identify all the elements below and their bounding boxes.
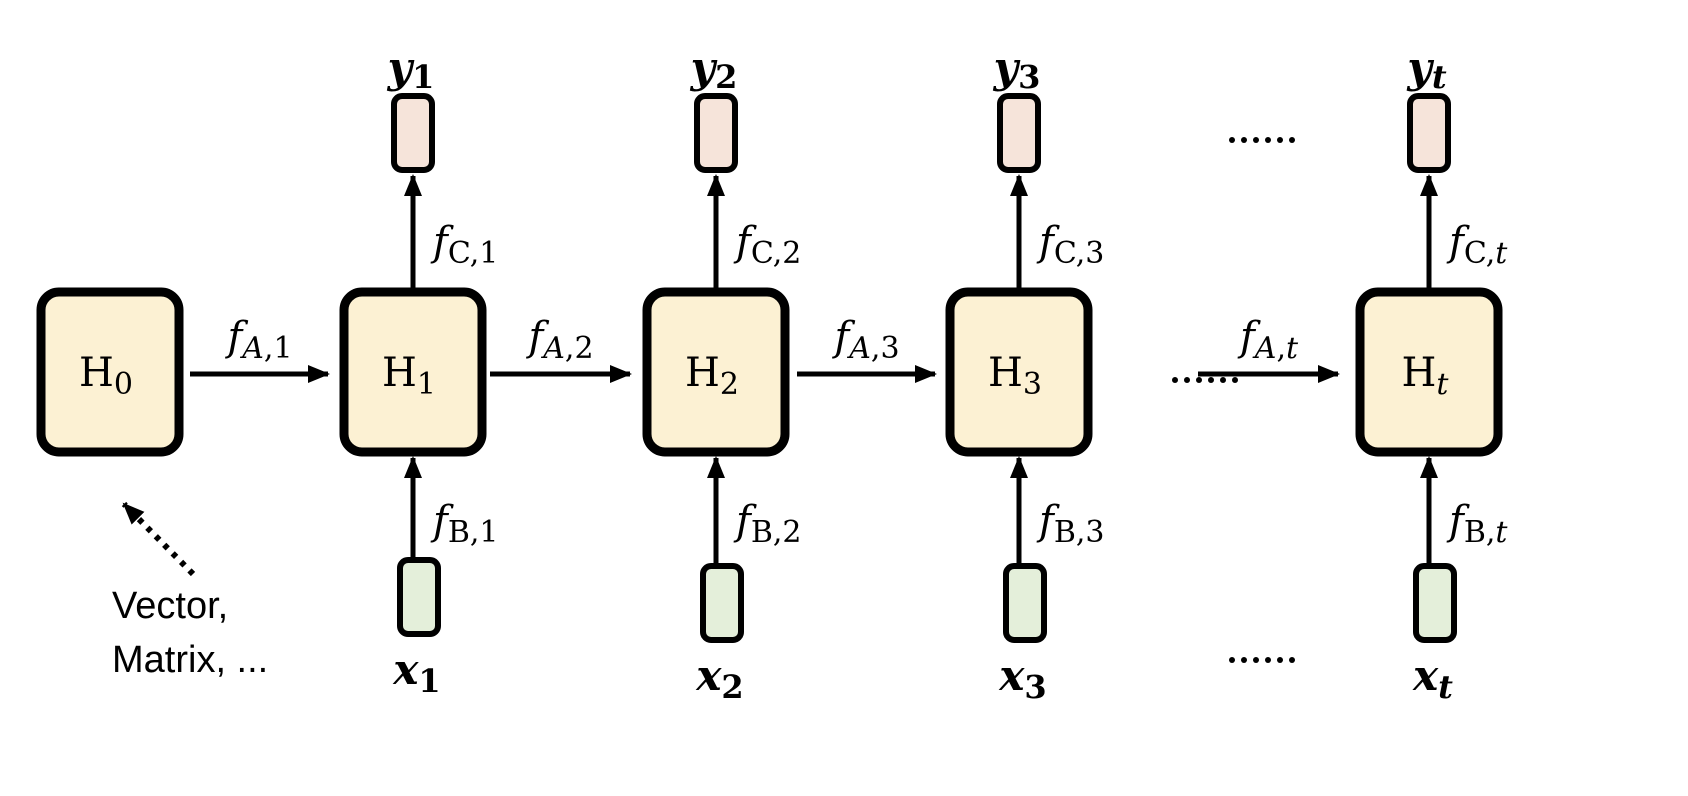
ellipsis-dot bbox=[1241, 657, 1247, 663]
ellipsis-dot bbox=[1184, 377, 1190, 383]
state-box bbox=[642, 287, 790, 457]
ellipsis-dot bbox=[1229, 657, 1235, 663]
input-label: x1 bbox=[392, 645, 440, 700]
ellipsis-outputs bbox=[1229, 137, 1295, 143]
output-function-label: fC,t bbox=[1446, 219, 1508, 271]
output-vector bbox=[997, 93, 1041, 173]
output-node-y3: y3 bbox=[993, 43, 1041, 173]
input-function-label: fB,t bbox=[1446, 498, 1508, 550]
edges-layer bbox=[121, 174, 1438, 577]
state-label: H0 bbox=[79, 350, 133, 402]
state-node-h2: H2 bbox=[642, 287, 790, 457]
state-node-h3: H3 bbox=[945, 287, 1093, 457]
output-label: y3 bbox=[993, 43, 1041, 96]
state-box bbox=[945, 287, 1093, 457]
output-function-label: fC,1 bbox=[430, 219, 498, 271]
input-vector bbox=[1413, 563, 1457, 643]
output-vector bbox=[1407, 93, 1451, 173]
ellipsis-dot bbox=[1277, 137, 1283, 143]
ellipsis-dot bbox=[1208, 377, 1214, 383]
annotation-dotted-arrow bbox=[121, 501, 196, 577]
ellipsis-dot bbox=[1253, 657, 1259, 663]
annotation-line-2: Matrix, ... bbox=[112, 639, 268, 681]
output-node-y2: y2 bbox=[690, 43, 738, 173]
ellipsis-states bbox=[1172, 377, 1238, 383]
output-node-yt: yt bbox=[1406, 43, 1451, 173]
transition-label: fA,2 bbox=[525, 314, 593, 366]
ellipsis-dot bbox=[1265, 137, 1271, 143]
input-label: xt bbox=[1412, 651, 1453, 706]
input-label: x3 bbox=[998, 651, 1046, 706]
state-node-h0: H0 bbox=[36, 287, 184, 457]
ellipsis-inputs bbox=[1229, 657, 1295, 663]
output-vector bbox=[391, 93, 435, 173]
ellipsis-dot bbox=[1229, 137, 1235, 143]
input-node-x3: x3 bbox=[998, 563, 1047, 706]
input-label: x2 bbox=[695, 651, 743, 706]
input-function-label: fB,3 bbox=[1036, 498, 1105, 550]
transition-label: fA,1 bbox=[224, 314, 292, 366]
state-label: Ht bbox=[1402, 350, 1450, 402]
nodes-layer: H0 H1 H2 H3 Ht y1 y2 y3 yt x1 x2 x3 xt bbox=[36, 43, 1503, 706]
state-box bbox=[36, 287, 184, 457]
transition-label: fA,3 bbox=[831, 314, 899, 366]
state-box bbox=[1355, 287, 1503, 457]
ellipsis-dot bbox=[1253, 137, 1259, 143]
ellipsis-dot bbox=[1220, 377, 1226, 383]
transition-label: fA,t bbox=[1237, 314, 1299, 366]
state-label: H3 bbox=[988, 350, 1042, 402]
annotation-line-1: Vector, bbox=[112, 585, 228, 627]
ellipsis-dot bbox=[1265, 657, 1271, 663]
ellipsis-dot bbox=[1289, 657, 1295, 663]
state-node-ht: Ht bbox=[1355, 287, 1503, 457]
input-node-x1: x1 bbox=[392, 557, 441, 700]
input-node-xt: xt bbox=[1412, 563, 1457, 706]
input-vector bbox=[397, 557, 441, 637]
ellipsis-dot bbox=[1277, 657, 1283, 663]
input-vector bbox=[700, 563, 744, 643]
output-label: yt bbox=[1406, 43, 1446, 96]
output-function-label: fC,3 bbox=[1036, 219, 1104, 271]
ellipsis-dot bbox=[1232, 377, 1238, 383]
ellipsis-dot bbox=[1241, 137, 1247, 143]
state-label: H1 bbox=[382, 350, 436, 402]
output-label: y2 bbox=[690, 43, 738, 96]
input-function-label: fB,1 bbox=[430, 498, 499, 550]
input-vector bbox=[1003, 563, 1047, 643]
state-box bbox=[339, 287, 487, 457]
output-function-label: fC,2 bbox=[733, 219, 801, 271]
state-label: H2 bbox=[685, 350, 739, 402]
output-node-y1: y1 bbox=[387, 43, 435, 173]
input-node-x2: x2 bbox=[695, 563, 744, 706]
state-node-h1: H1 bbox=[339, 287, 487, 457]
input-function-label: fB,2 bbox=[733, 498, 802, 550]
ellipsis-dot bbox=[1289, 137, 1295, 143]
ellipsis-dot bbox=[1196, 377, 1202, 383]
output-vector bbox=[694, 93, 738, 173]
ellipsis-dot bbox=[1172, 377, 1178, 383]
output-label: y1 bbox=[387, 43, 435, 96]
labels-layer: fA,1 fA,2 fA,3 fA,t fC,1 fC,2 fC,3 fC,t fB,1 fB,2… bbox=[112, 137, 1508, 681]
